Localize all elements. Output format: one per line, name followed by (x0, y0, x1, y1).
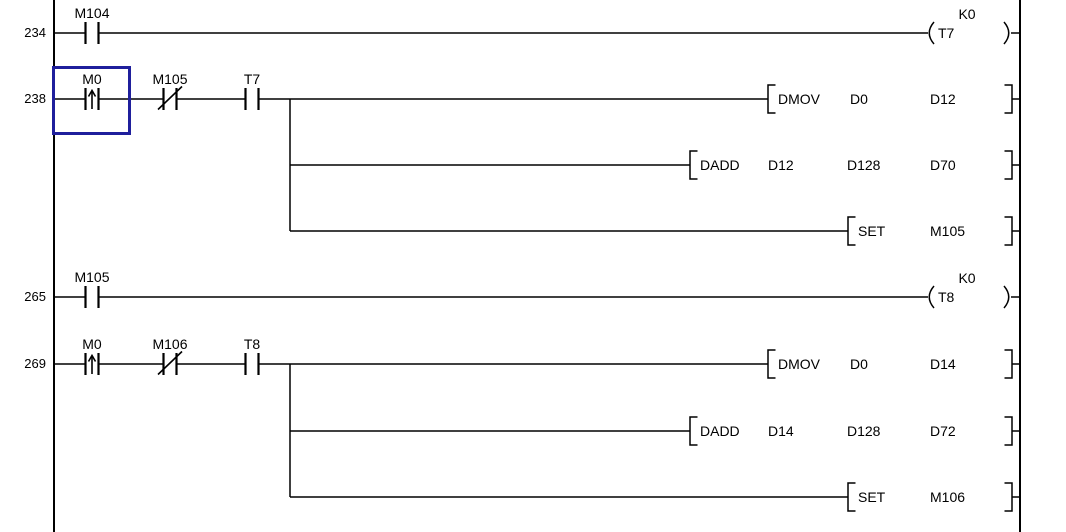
instruction-operand: D14 (930, 356, 956, 372)
instruction-name: DADD (700, 157, 740, 173)
coil-label: T7 (938, 25, 955, 41)
step-number: 234 (24, 25, 46, 40)
instruction-set-1[interactable]: SET M105 (842, 198, 1022, 264)
step-number: 269 (24, 356, 46, 371)
instruction-name: DMOV (778, 356, 820, 372)
instruction-brackets-icon (767, 84, 1020, 114)
instruction-dadd-1[interactable]: DADD D12 D128 D70 (684, 132, 1022, 198)
instruction-operand: D72 (930, 423, 956, 439)
coil-preset: K0 (958, 6, 976, 22)
coil-preset: K0 (958, 270, 976, 286)
instruction-operand: D14 (768, 423, 794, 439)
instruction-brackets-icon (847, 216, 1020, 246)
contact-m104[interactable]: M104 (53, 0, 131, 66)
step-number: 265 (24, 289, 46, 304)
coil-icon (928, 21, 1020, 45)
instruction-brackets-icon (689, 150, 1020, 180)
contact-label: M104 (74, 5, 110, 21)
instruction-operand: D128 (847, 423, 881, 439)
normally-open-contact-icon (84, 286, 100, 308)
rising-pulse-contact-icon (84, 353, 100, 375)
contact-t8[interactable]: T8 (213, 331, 291, 397)
normally-closed-contact-icon (157, 350, 183, 376)
instruction-operand: M106 (930, 489, 966, 505)
instruction-brackets-icon (689, 416, 1020, 446)
contact-label: M105 (152, 71, 188, 87)
coil-label: T8 (938, 289, 955, 305)
contact-m0-rising-2[interactable]: M0 (53, 331, 131, 397)
contact-m105[interactable]: M105 (53, 264, 131, 330)
instruction-set-2[interactable]: SET M106 (842, 464, 1022, 530)
step-number: 238 (24, 91, 46, 106)
normally-open-contact-icon (244, 88, 260, 110)
instruction-dmov-1[interactable]: DMOV D0 D12 (762, 66, 1022, 132)
instruction-operand: D12 (930, 91, 956, 107)
normally-open-contact-icon (84, 22, 100, 44)
contact-label: T8 (243, 336, 261, 352)
contact-label: M106 (152, 336, 188, 352)
contact-m106-nc[interactable]: M106 (131, 331, 209, 397)
coil-icon (928, 285, 1020, 309)
coil-t7[interactable]: K0 T7 (918, 0, 1022, 66)
instruction-operand: M105 (930, 223, 966, 239)
contact-label: T7 (243, 71, 261, 87)
contact-m105-nc[interactable]: M105 (131, 66, 209, 132)
instruction-name: DADD (700, 423, 740, 439)
rising-pulse-contact-icon (84, 88, 100, 110)
rung-lines (55, 32, 928, 498)
instruction-operand: D70 (930, 157, 956, 173)
contact-t7[interactable]: T7 (213, 66, 291, 132)
instruction-dadd-2[interactable]: DADD D14 D128 D72 (684, 398, 1022, 464)
instruction-brackets-icon (767, 349, 1020, 379)
normally-closed-contact-icon (157, 85, 183, 111)
instruction-operand: D12 (768, 157, 794, 173)
contact-m0-rising[interactable]: M0 (53, 66, 131, 132)
contact-label: M0 (82, 71, 102, 87)
coil-t8[interactable]: K0 T8 (918, 264, 1022, 330)
normally-open-contact-icon (244, 353, 260, 375)
instruction-name: DMOV (778, 91, 820, 107)
contact-label: M0 (82, 336, 102, 352)
instruction-operand: D0 (850, 91, 868, 107)
instruction-dmov-2[interactable]: DMOV D0 D14 (762, 331, 1022, 397)
instruction-name: SET (858, 489, 886, 505)
instruction-operand: D128 (847, 157, 881, 173)
instruction-brackets-icon (847, 482, 1020, 512)
instruction-operand: D0 (850, 356, 868, 372)
instruction-name: SET (858, 223, 886, 239)
contact-label: M105 (74, 269, 110, 285)
